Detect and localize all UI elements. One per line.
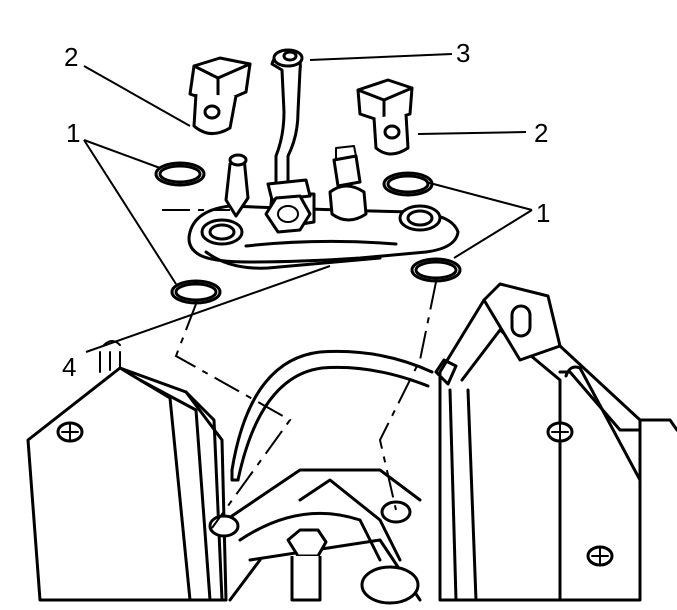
banjo-bolt-left: [188, 56, 252, 135]
callout-bolt-right: 2: [534, 118, 548, 148]
banjo-bolt-right: [356, 78, 414, 156]
callout-manifold: 4: [62, 352, 76, 382]
engine-block: [26, 282, 677, 605]
callout-bolt-left: 2: [64, 42, 78, 72]
callout-pipe: 3: [456, 38, 470, 68]
alignment-lines: [162, 209, 437, 529]
callout-seal-right: 1: [536, 198, 550, 228]
leader-lines: [83, 53, 533, 353]
fuel-pipe: [264, 48, 312, 234]
fuel-rail-manifold: [187, 145, 460, 270]
seal-rings: [154, 161, 462, 305]
callout-seal-left: 1: [66, 118, 80, 148]
